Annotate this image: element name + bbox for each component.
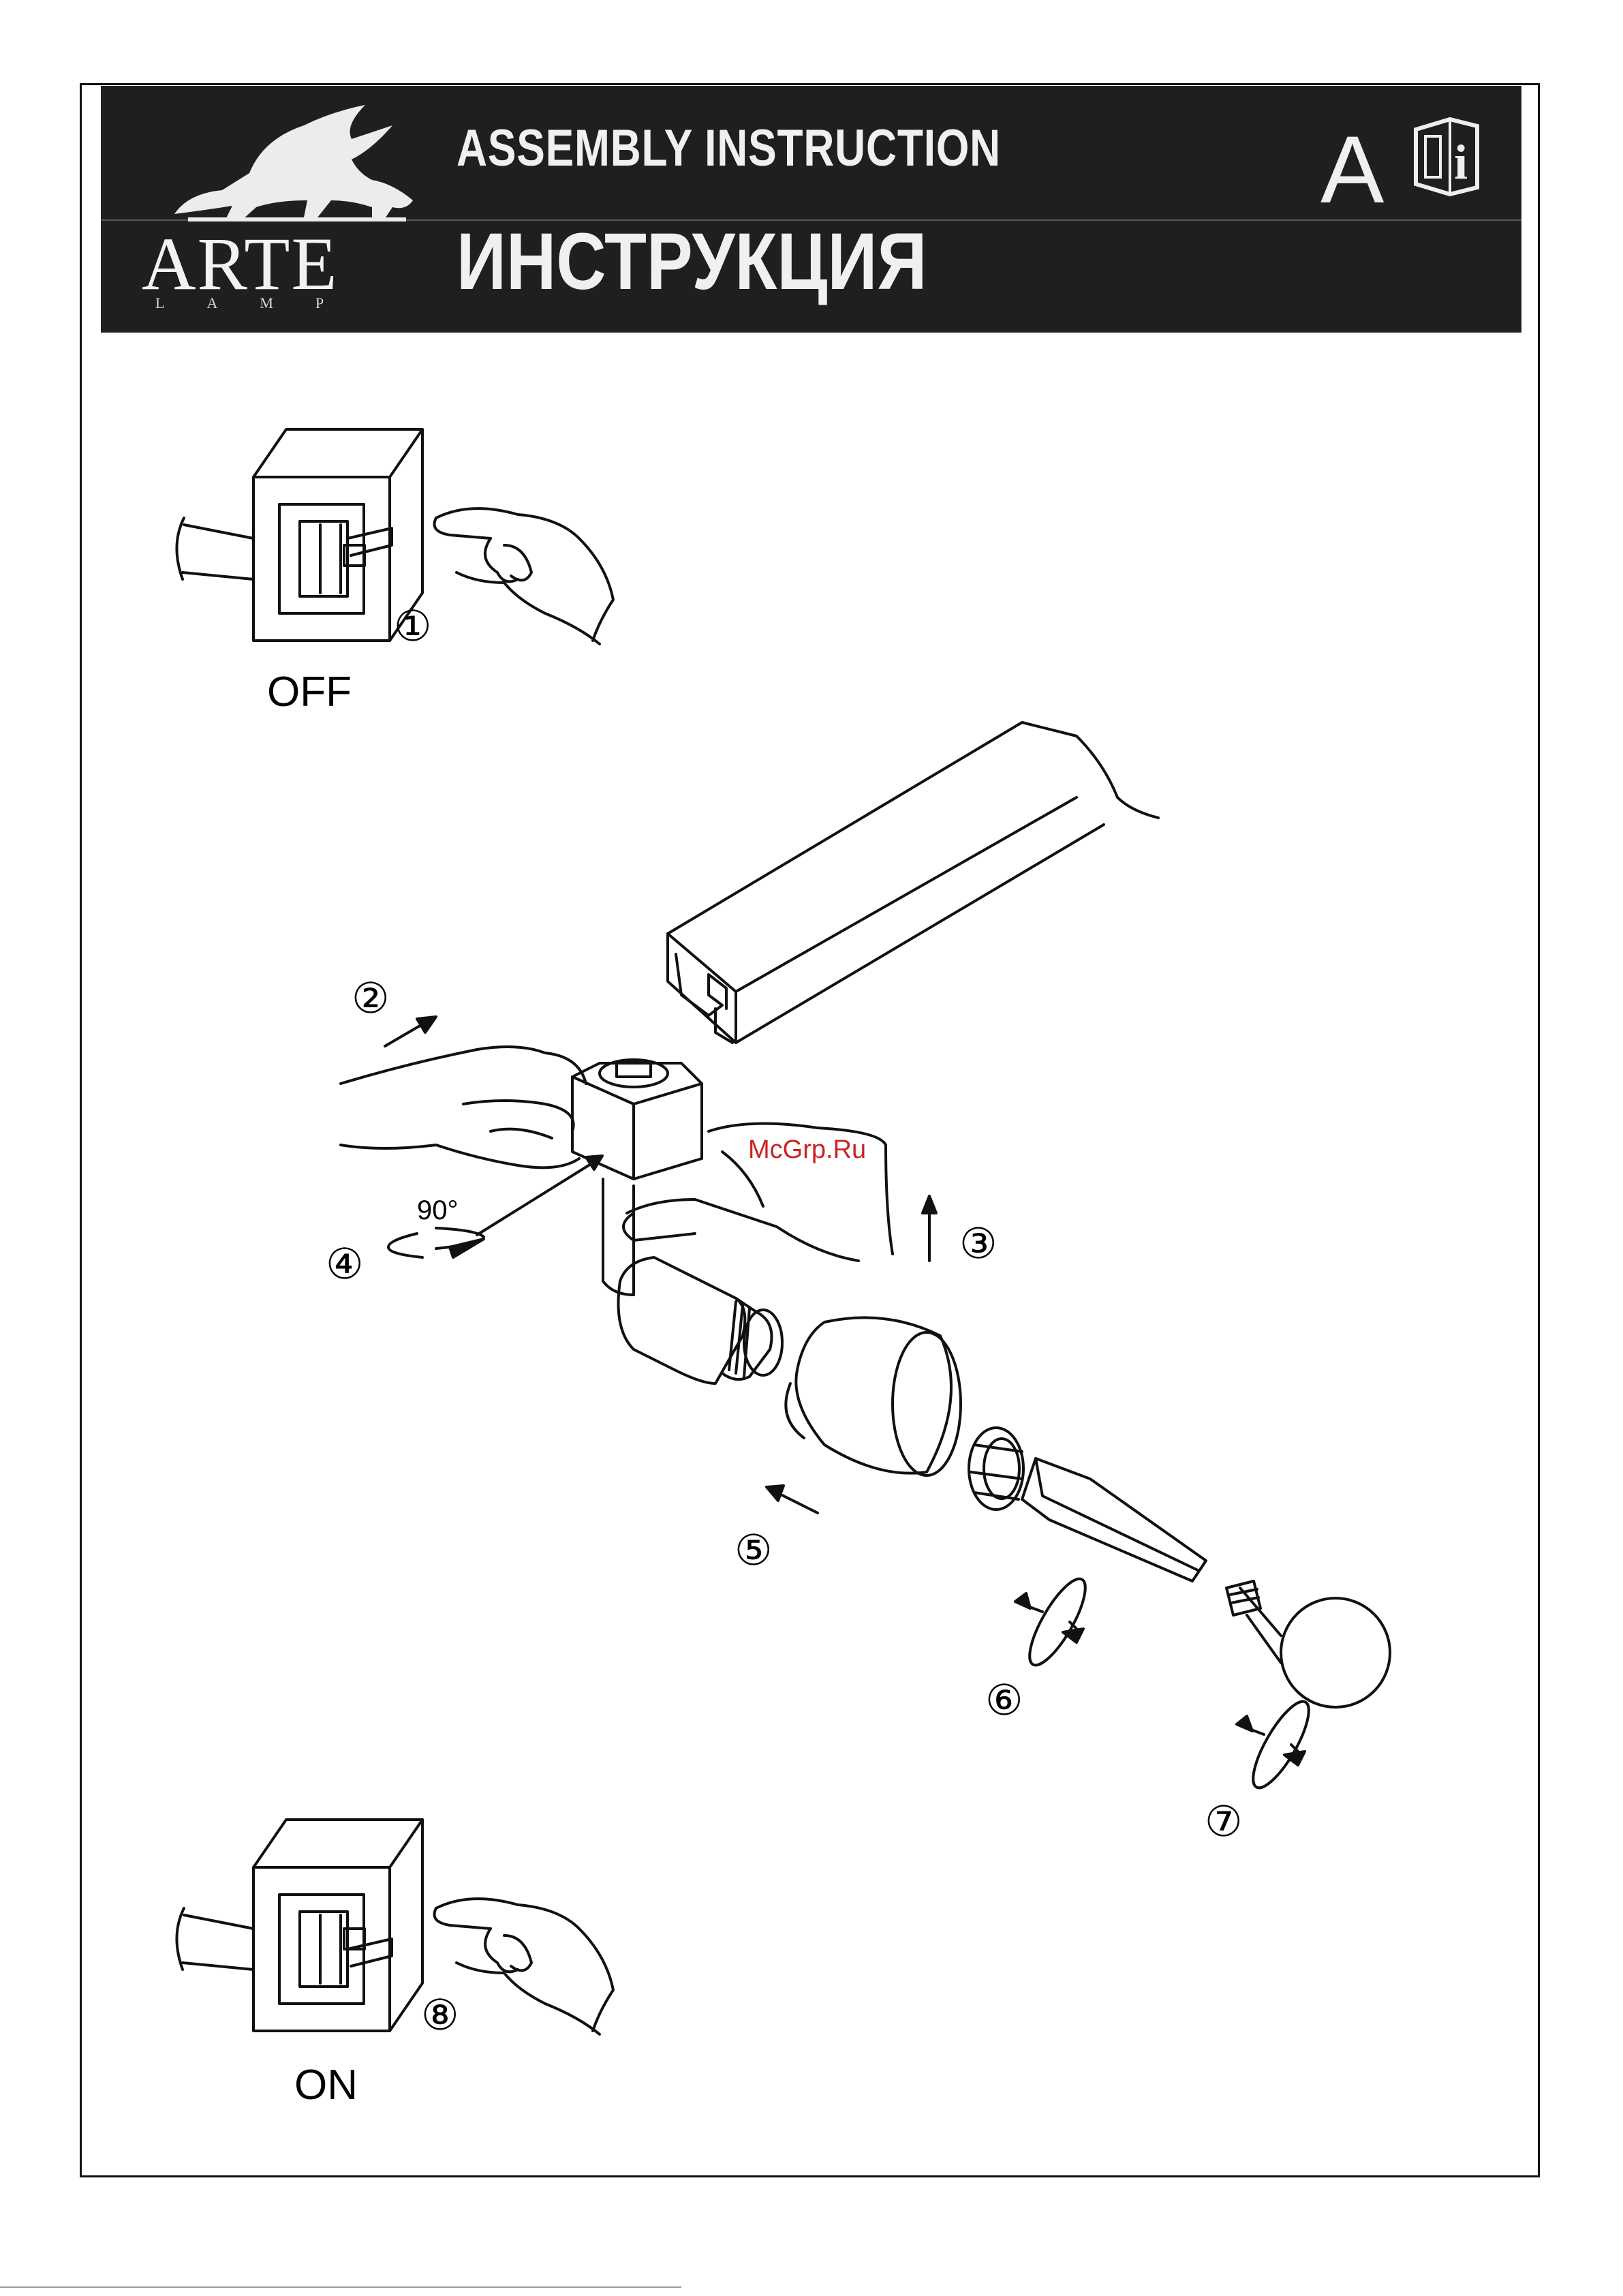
wall-switch-off-icon	[176, 429, 422, 641]
step-3-number: ③	[959, 1219, 998, 1268]
arrow-left-icon	[767, 1486, 818, 1513]
step-6-number: ⑥	[985, 1675, 1023, 1725]
step-8-number: ⑧	[421, 1990, 459, 2040]
on-label: ON	[294, 2061, 358, 2109]
hand-left-icon	[341, 1047, 586, 1167]
hand-off-icon	[435, 508, 614, 644]
track-rail-icon	[668, 722, 1158, 1043]
light-bulb-icon	[1226, 1581, 1390, 1707]
step-4-number: ④	[326, 1239, 364, 1289]
step-7-number: ⑦	[1205, 1796, 1243, 1846]
rotation-angle-label: 90°	[417, 1195, 459, 1226]
wall-switch-on-icon	[176, 1820, 422, 2031]
rotate-ring-7-icon	[1237, 1695, 1318, 1795]
bottom-rule	[0, 2286, 681, 2288]
step-1-number: ①	[394, 601, 432, 651]
spring-clip-icon	[1022, 1458, 1206, 1581]
step-5-number: ⑤	[735, 1525, 773, 1575]
off-label: OFF	[267, 668, 352, 716]
glass-shade-icon	[786, 1317, 961, 1475]
arrow-up-icon	[923, 1196, 936, 1261]
step-2-number: ②	[352, 973, 390, 1023]
lamp-body-icon	[619, 1257, 783, 1383]
rotate-ring-6-icon	[1015, 1572, 1095, 1672]
arrow-right-icon	[385, 1017, 436, 1046]
hand-on-icon	[435, 1899, 614, 2034]
ring-nut-icon	[969, 1428, 1023, 1510]
track-adapter-icon	[572, 1060, 702, 1295]
watermark-text: McGrp.Ru	[748, 1135, 866, 1165]
